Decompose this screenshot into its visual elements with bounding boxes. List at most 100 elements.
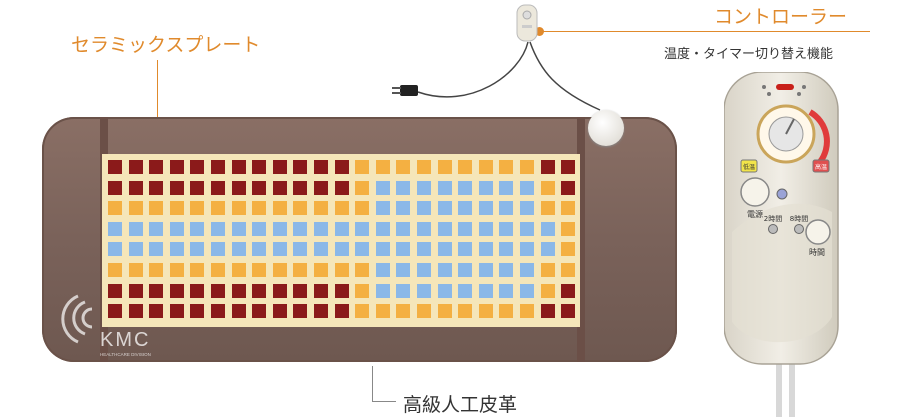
- controller-cord: [529, 41, 601, 111]
- ceramic-tile: [458, 221, 473, 236]
- ceramic-tile: [272, 304, 287, 319]
- ceramic-tile: [561, 160, 576, 174]
- power-cord: [417, 41, 529, 98]
- ceramic-tile: [252, 160, 267, 174]
- power-plug: [392, 85, 418, 96]
- ceramic-tile: [211, 283, 225, 298]
- ceramic-tile: [293, 221, 308, 236]
- ceramic-tile: [252, 283, 267, 298]
- ceramic-tile: [520, 283, 534, 298]
- ceramic-tile: [478, 283, 493, 298]
- ceramic-tile: [211, 180, 225, 195]
- ceramic-tile: [231, 221, 246, 236]
- ceramic-tile: [128, 304, 143, 319]
- ceramic-tile: [293, 160, 308, 174]
- ceramic-tile: [169, 242, 184, 257]
- remote-controller: 低温 高温 電源 2時間 8時間 時間: [724, 72, 839, 417]
- ceramic-tile: [334, 242, 349, 257]
- ceramic-tile: [355, 160, 370, 174]
- ceramic-tile: [478, 304, 493, 319]
- ceramic-tile: [314, 160, 328, 174]
- ceramic-tile: [396, 201, 411, 216]
- ceramic-tile: [272, 263, 287, 277]
- ceramic-tile: [396, 283, 411, 298]
- ceramic-tile: [499, 160, 514, 174]
- ceramic-tile: [272, 180, 287, 195]
- ceramic-tile: [231, 242, 246, 257]
- ceramic-tile: [417, 283, 431, 298]
- ceramic-tile: [108, 160, 122, 174]
- kmc-logo-text: KMC: [100, 329, 150, 351]
- ceramic-tile: [293, 242, 308, 257]
- ceramic-tile: [375, 221, 390, 236]
- timer-button[interactable]: [805, 219, 831, 245]
- ceramic-tile: [314, 221, 328, 236]
- ceramic-tile: [540, 160, 555, 174]
- ceramic-tile: [561, 180, 576, 195]
- ceramic-tile: [520, 221, 534, 236]
- ceramic-tile: [334, 221, 349, 236]
- ceramic-tile: [190, 201, 205, 216]
- ceramic-tile: [128, 201, 143, 216]
- ceramic-tile: [499, 304, 514, 319]
- ceramic-tile: [211, 304, 225, 319]
- ceramic-tile: [334, 283, 349, 298]
- ceramic-tile: [499, 263, 514, 277]
- ceramic-tile: [314, 201, 328, 216]
- temperature-dial[interactable]: [756, 104, 830, 164]
- ceramic-tile: [437, 201, 452, 216]
- ceramic-tile: [458, 242, 473, 257]
- ceramic-tile: [169, 283, 184, 298]
- timer-label: 時間: [809, 248, 825, 257]
- ceramic-tile: [252, 242, 267, 257]
- ceramic-tile: [417, 221, 431, 236]
- ceramic-plate-label: セラミックスプレート: [71, 34, 261, 56]
- ceramic-tile: [478, 221, 493, 236]
- timer-8h-label: 8時間: [790, 215, 808, 223]
- ceramic-tile: [334, 201, 349, 216]
- ceramic-tile: [149, 304, 164, 319]
- ceramic-tile: [458, 160, 473, 174]
- ceramic-tile: [561, 201, 576, 216]
- ceramic-plate-leader-line: [157, 60, 158, 122]
- ceramic-tile: [128, 221, 143, 236]
- ceramic-tile: [231, 263, 246, 277]
- ceramic-tile: [169, 180, 184, 195]
- ceramic-tile: [458, 180, 473, 195]
- low-temp-badge: [740, 159, 758, 173]
- ceramic-tile: [417, 304, 431, 319]
- ceramic-tile: [128, 242, 143, 257]
- ceramic-tile: [520, 180, 534, 195]
- ceramic-tile: [396, 180, 411, 195]
- ceramic-tile: [499, 242, 514, 257]
- small-controller-illustration: [516, 4, 538, 42]
- high-temp-badge: [812, 159, 830, 173]
- ceramic-tile: [149, 180, 164, 195]
- power-label: 電源: [747, 210, 763, 219]
- leather-label: 高級人工皮革: [403, 394, 518, 416]
- ceramic-tile: [396, 304, 411, 319]
- ceramic-tile: [561, 263, 576, 277]
- ceramic-tile: [520, 304, 534, 319]
- ceramic-tile: [561, 242, 576, 257]
- ceramic-tile: [169, 221, 184, 236]
- ceramic-tile: [252, 304, 267, 319]
- ceramic-tile: [540, 263, 555, 277]
- ceramic-tile: [540, 180, 555, 195]
- ceramic-tile: [417, 263, 431, 277]
- ceramic-tile: [375, 283, 390, 298]
- ceramic-tile: [211, 221, 225, 236]
- ceramic-tile: [540, 201, 555, 216]
- ceramic-tile: [211, 201, 225, 216]
- ceramic-tile: [128, 180, 143, 195]
- ceramic-tile: [478, 242, 493, 257]
- kmc-logo: KMC HEALTHCARE DIVISION: [61, 294, 151, 357]
- speaker-holes: [762, 84, 806, 96]
- ceramic-tile: [334, 263, 349, 277]
- power-button[interactable]: [740, 177, 770, 207]
- ceramic-tile: [355, 180, 370, 195]
- ceramic-tile: [437, 242, 452, 257]
- ceramic-tile: [211, 263, 225, 277]
- ceramic-tile: [149, 221, 164, 236]
